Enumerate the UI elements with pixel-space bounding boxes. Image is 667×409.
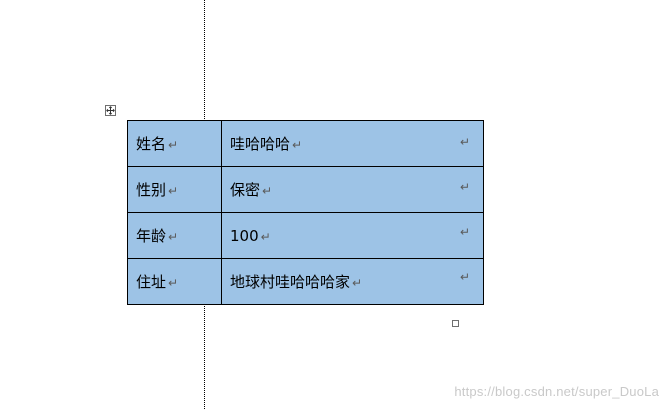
paragraph-mark: ↵ — [168, 184, 179, 198]
cell-text: 哇哈哈哈 — [230, 135, 291, 153]
table-move-handle[interactable] — [105, 105, 116, 116]
table-cell-label[interactable]: 住址↵ — [127, 258, 222, 305]
table-cell-label[interactable]: 姓名↵ — [127, 120, 222, 167]
table-cell-label[interactable]: 年龄↵ — [127, 212, 222, 259]
cell-text: 性别 — [136, 181, 167, 199]
table-row[interactable]: 年龄↵ 100↵ — [127, 212, 484, 259]
table-row[interactable]: 性别↵ 保密↵ — [127, 166, 484, 213]
cell-text: 保密 — [230, 181, 261, 199]
info-table[interactable]: 姓名↵ 哇哈哈哈↵ 性别↵ 保密↵ 年龄↵ 100↵ 住址↵ 地球村哇哈哈哈家↵ — [127, 120, 484, 305]
paragraph-mark: ↵ — [168, 138, 179, 152]
table-cell-label[interactable]: 性别↵ — [127, 166, 222, 213]
end-of-row-mark: ↵ — [460, 270, 471, 284]
cell-text: 姓名 — [136, 135, 167, 153]
move-cross-icon — [106, 106, 115, 115]
cell-text: 地球村哇哈哈哈家 — [230, 273, 351, 291]
cell-text: 住址 — [136, 273, 167, 291]
table-cell-value[interactable]: 100↵ — [221, 212, 484, 259]
table-cell-value[interactable]: 地球村哇哈哈哈家↵ — [221, 258, 484, 305]
cell-text: 100 — [230, 226, 259, 245]
table-cell-value[interactable]: 哇哈哈哈↵ — [221, 120, 484, 167]
end-of-row-marks: ↵ ↵ ↵ ↵ — [460, 120, 474, 300]
table-row[interactable]: 姓名↵ 哇哈哈哈↵ — [127, 120, 484, 167]
paragraph-mark: ↵ — [168, 230, 179, 244]
paragraph-mark: ↵ — [292, 138, 303, 152]
paragraph-mark: ↵ — [262, 184, 273, 198]
table-row[interactable]: 住址↵ 地球村哇哈哈哈家↵ — [127, 258, 484, 305]
watermark-text: https://blog.csdn.net/super_DuoLa — [454, 384, 659, 399]
end-of-row-mark: ↵ — [460, 135, 471, 149]
table-resize-handle[interactable] — [452, 320, 459, 327]
table-body: 姓名↵ 哇哈哈哈↵ 性别↵ 保密↵ 年龄↵ 100↵ 住址↵ 地球村哇哈哈哈家↵ — [127, 120, 484, 305]
end-of-row-mark: ↵ — [460, 225, 471, 239]
end-of-row-mark: ↵ — [460, 180, 471, 194]
paragraph-mark: ↵ — [168, 276, 179, 290]
paragraph-mark: ↵ — [352, 276, 363, 290]
paragraph-mark: ↵ — [260, 229, 271, 244]
cell-text: 年龄 — [136, 227, 167, 245]
table-cell-value[interactable]: 保密↵ — [221, 166, 484, 213]
